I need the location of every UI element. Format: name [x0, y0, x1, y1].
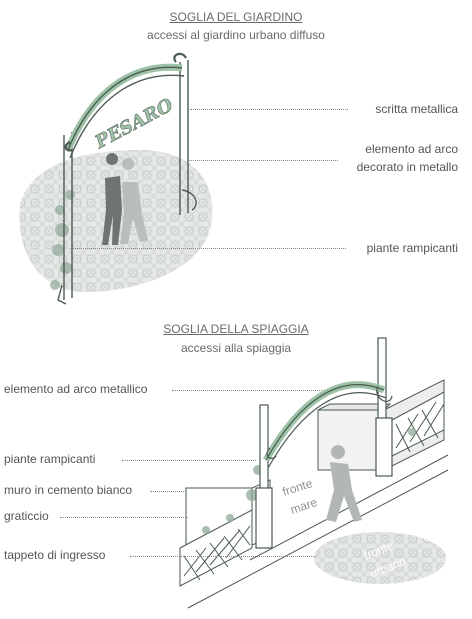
beach-title: SOGLIA DELLA SPIAGGIA: [163, 322, 309, 336]
leader-metal-arch: [172, 390, 322, 391]
leader-trellis: [60, 517, 188, 518]
beach-posts: [255, 337, 393, 549]
label-decorated-arch-1: elemento ad arco: [365, 142, 458, 156]
label-metal-arch: elemento ad arco metallico: [4, 382, 148, 396]
garden-walkers: [102, 153, 148, 245]
label-white-wall: muro in cemento bianco: [4, 483, 133, 497]
leader-garden-climbers: [70, 248, 346, 249]
garden-arch-inscription: PESARO: [91, 95, 177, 154]
leader-white-wall: [150, 491, 186, 492]
label-beach-climbers: piante rampicanti: [4, 452, 96, 466]
label-entry-mat: tappeto di ingresso: [4, 548, 106, 562]
leader-decorated-arch: [188, 160, 338, 161]
leader-metal-lettering: [190, 109, 348, 110]
label-garden-climbers: piante rampicanti: [366, 241, 458, 255]
beach-subtitle: accessi alla spiaggia: [180, 341, 292, 355]
beach-trellis: [179, 391, 445, 587]
garden-subtitle: accessi al giardino urbano diffuso: [147, 28, 325, 42]
garden-title: SOGLIA DEL GIARDINO: [169, 10, 303, 24]
beach-white-walls: [185, 379, 445, 546]
beach-metal-arch: [262, 381, 393, 469]
beach-walker: [326, 445, 362, 522]
leader-beach-climbers: [122, 460, 256, 461]
beach-sea-front-2: mare: [289, 495, 320, 517]
label-decorated-arch-2: decorato in metallo: [356, 160, 458, 174]
beach-entry-mat: [314, 532, 446, 584]
beach-sea-front-1: fronte: [281, 476, 315, 499]
label-trellis: graticcio: [4, 509, 49, 523]
label-metal-lettering: scritta metallica: [375, 102, 458, 116]
garden-arch: [57, 52, 197, 305]
leader-entry-mat: [130, 556, 316, 557]
